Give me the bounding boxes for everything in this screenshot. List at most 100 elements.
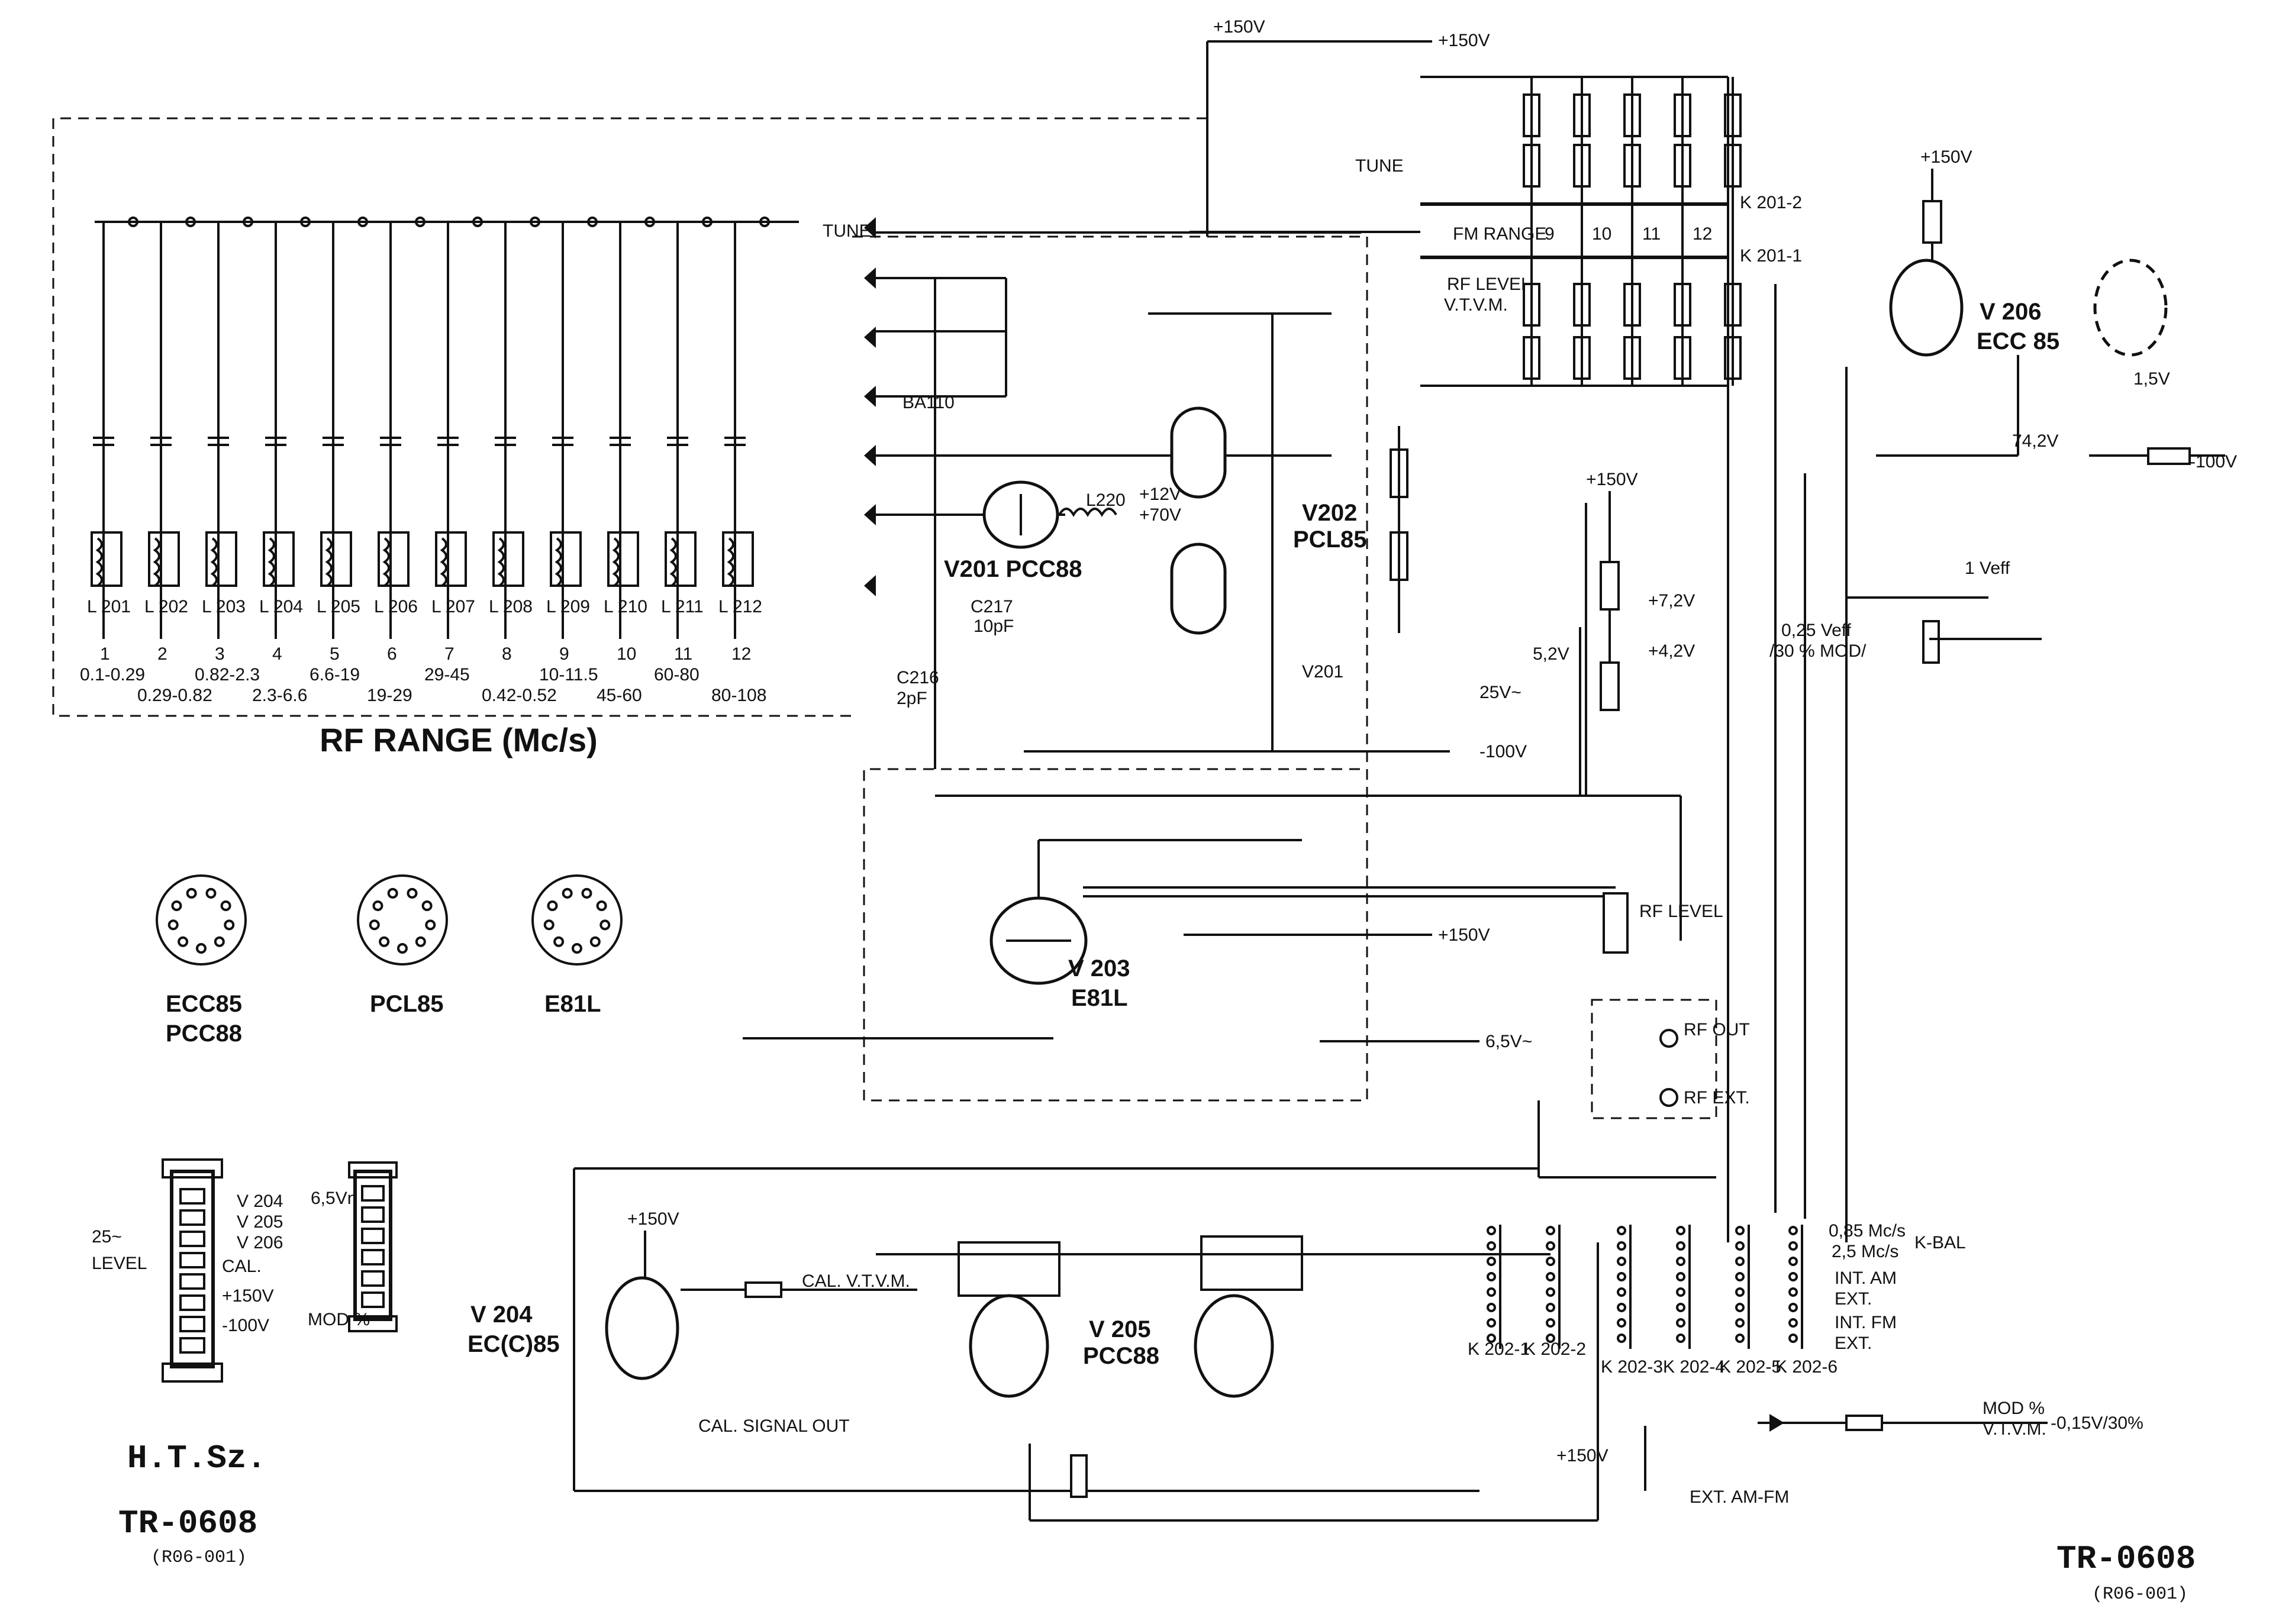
rf-band-num-10: 10 [617, 644, 636, 664]
label-025veff: 0,25 Veff [1781, 621, 1852, 640]
tube-v206-a [1889, 259, 1964, 357]
switch-contact [1676, 1272, 1685, 1281]
conn-left-100: -100V [222, 1316, 269, 1335]
tube-v204 [605, 1276, 679, 1380]
connector-pin [361, 1270, 385, 1287]
rf-band-coil-1: L 201 [87, 597, 131, 616]
pin-dot [562, 887, 573, 899]
label-k-bal: K-BAL [1914, 1233, 1966, 1252]
label-150v-top-right: +150V [1438, 31, 1490, 50]
divider-block: +150V +7,2V +4,2V 5,2V [1533, 470, 1695, 941]
label-25mcs: 2,5 Mc/s [1832, 1242, 1898, 1261]
connector-left: 25~ LEVEL CAL. +150V -100V V 204 V 205 V… [92, 1158, 283, 1383]
rf-band-range-9: 10-11.5 [539, 665, 598, 685]
switch-contact [1617, 1272, 1626, 1281]
footer-hts: H.T.Sz. [127, 1439, 266, 1477]
switch-contact [1735, 1226, 1745, 1235]
footer-model-right: TR-0608 [2056, 1540, 2196, 1578]
terminal-triangle [864, 267, 876, 289]
pinout-e81l: E81L [531, 874, 623, 1017]
footer-model-left: TR-0608 [118, 1504, 257, 1542]
oscillator-section: TUNE BA110 V201 PCC88 L220 +12V +70V C21… [743, 217, 1616, 1102]
switch-contact [1487, 1334, 1496, 1343]
tube-v204-type: EC(C)85 [468, 1331, 560, 1357]
rf-band-num-7: 7 [444, 644, 454, 664]
rf-range-title: RF RANGE (Mc/s) [320, 721, 598, 758]
switch-contact [1487, 1241, 1496, 1251]
switch-contact [1546, 1272, 1555, 1281]
label-ba110: BA110 [902, 393, 955, 412]
label-v201-ref: V201 [1302, 662, 1343, 682]
switch-contact [1487, 1287, 1496, 1297]
switch-contact [1676, 1241, 1685, 1251]
modulator-section: +150V V 204 EC(C)85 CAL. V.T.V.M. CAL. S… [468, 1167, 2143, 1522]
label-fm12: 12 [1693, 224, 1712, 244]
switch-contact [1676, 1257, 1685, 1266]
switch-contact [1735, 1272, 1745, 1281]
switch-contact [1546, 1287, 1555, 1297]
connector-pin [179, 1231, 205, 1247]
tube-v205-type: PCC88 [1083, 1343, 1159, 1369]
terminal-triangle [864, 445, 876, 466]
label-rf-ext: RF EXT. [1684, 1088, 1750, 1108]
label-k202-3: K 202-3 [1601, 1357, 1663, 1377]
label-k202-5: K 202-5 [1719, 1357, 1781, 1377]
rf-band-range-10: 45-60 [597, 686, 642, 705]
osc-shield-dashed [852, 235, 1368, 1102]
switch-contact [1617, 1318, 1626, 1328]
rf-band-range-7: 29-45 [424, 665, 470, 685]
label-cal-vtvm: CAL. V.T.V.M. [802, 1271, 910, 1291]
tube-v205-b [1194, 1294, 1274, 1398]
switch-contact [1735, 1303, 1745, 1312]
rf-band-num-8: 8 [502, 644, 512, 664]
switch-contact [1546, 1334, 1555, 1343]
rf-band-range-3: 0.82-2.3 [195, 665, 260, 685]
pin-dot [397, 943, 408, 954]
rf-band-num-12: 12 [731, 644, 751, 664]
connector-pin [361, 1206, 385, 1223]
pinout-pcl85-label: PCL85 [370, 991, 444, 1017]
pinout-e81l-label: E81L [544, 991, 601, 1017]
label-12v: +12V [1139, 485, 1181, 504]
v206-section: +150V V 206 ECC 85 1,5V 74,2V -100V 1 Ve… [1727, 77, 2237, 1242]
rf-band-num-4: 4 [272, 644, 282, 664]
switch-contact [1735, 1318, 1745, 1328]
label-int-am: INT. AM [1835, 1268, 1897, 1288]
label-70v: +70V [1139, 505, 1181, 525]
rf-band-coil-2: L 202 [144, 597, 188, 616]
switch-contact [1676, 1287, 1685, 1297]
label-cal-signal-out: CAL. SIGNAL OUT [698, 1416, 850, 1436]
rf-band-coil-9: L 209 [546, 597, 590, 616]
rf-band-num-2: 2 [157, 644, 167, 664]
label-ext-am: EXT. [1835, 1289, 1872, 1309]
tube-v205-a [969, 1294, 1049, 1398]
label-k202-2: K 202-2 [1524, 1339, 1586, 1359]
pin-dot [553, 936, 565, 947]
label-vtvm-bottom: V.T.V.M. [1983, 1419, 2046, 1439]
conn-left-v206: V 206 [237, 1233, 283, 1252]
label-1veff: 1 Veff [1965, 558, 2010, 578]
conn-left-v205: V 205 [237, 1212, 283, 1232]
label-tune-left: TUNE [823, 221, 871, 241]
pin-dot [214, 936, 225, 947]
label-mod-out: -0,15V/30% [2051, 1413, 2143, 1433]
label-fm9: 9 [1545, 224, 1555, 244]
connector-pin [179, 1316, 205, 1332]
label-c217-val: 10pF [974, 616, 1014, 636]
rf-band-range-8: 0.42-0.52 [482, 686, 557, 705]
switch-contact [1735, 1334, 1745, 1343]
connector-right: 6,5Vn MOD % [308, 1161, 398, 1332]
label-rf-level-top: RF LEVEL [1447, 275, 1531, 294]
tube-v204-designator: V 204 [470, 1302, 533, 1328]
label-k202-1: K 202-1 [1468, 1339, 1530, 1359]
tube-v202-designator: V202 [1302, 500, 1357, 526]
pin-dot [372, 900, 383, 911]
